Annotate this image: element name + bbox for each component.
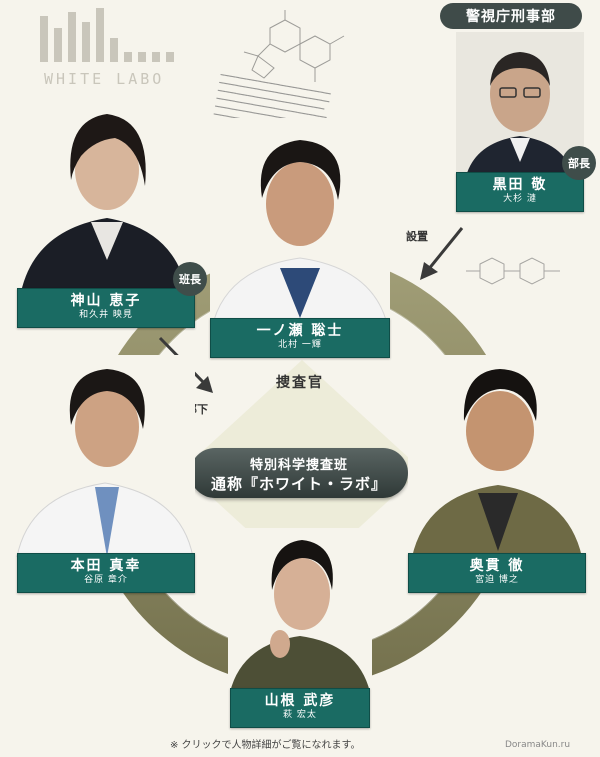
molecule-diagram-small-icon [466, 257, 560, 285]
ichinose-role-name: 一ノ瀬 聡士 [256, 323, 344, 339]
okunuki-actor-name: 宮迫 博之 [475, 575, 519, 585]
arrow-label-setchi: 設置 [406, 230, 428, 243]
yamane-nameplate: 山根 武彦 萩 宏太 [230, 688, 370, 728]
kuroda-actor-name: 大杉 漣 [503, 194, 537, 204]
character-card-kuroda[interactable]: 黒田 敬 大杉 漣 部長 [456, 32, 596, 212]
kamiyama-photo [15, 90, 195, 292]
character-card-kamiyama[interactable]: 神山 恵子 和久井 映見 班長 [15, 90, 207, 330]
kuroda-photo [456, 32, 584, 176]
molecule-diagram-icon [243, 10, 345, 82]
yamane-actor-name: 萩 宏太 [283, 710, 317, 720]
ichinose-nameplate: 一ノ瀬 聡士 北村 一輝 [210, 318, 390, 358]
ichinose-photo [210, 118, 390, 320]
logo-bars-icon [40, 8, 174, 62]
team-title: 特別科学捜査班 通称『ホワイト・ラボ』 [190, 448, 408, 498]
kamiyama-nameplate: 神山 恵子 和久井 映見 [17, 288, 195, 328]
honda-nameplate: 本田 真幸 谷原 章介 [17, 553, 195, 593]
kuroda-role-name: 黒田 敬 [492, 177, 548, 193]
honda-role-name: 本田 真幸 [70, 558, 142, 574]
character-card-honda[interactable]: 本田 真幸 谷原 章介 [15, 355, 195, 595]
character-card-ichinose[interactable]: 一ノ瀬 聡士 北村 一輝 [210, 118, 390, 358]
logo-text: WHITE LABO [44, 70, 165, 88]
bucho-badge: 部長 [562, 146, 596, 180]
team-title-line2: 通称『ホワイト・ラボ』 [210, 475, 387, 493]
character-card-yamane[interactable]: 山根 武彦 萩 宏太 [228, 528, 372, 728]
hancho-badge: 班長 [173, 262, 207, 296]
character-card-okunuki[interactable]: 奥貫 徹 宮迫 博之 [408, 355, 586, 595]
kamiyama-actor-name: 和久井 映見 [79, 310, 133, 320]
ichinose-actor-name: 北村 一輝 [278, 340, 322, 350]
department-label: 警視庁刑事部 [440, 3, 582, 29]
yamane-photo [228, 528, 372, 692]
click-footnote: ※ クリックで人物詳細がご覧になれます。 [170, 740, 361, 751]
honda-photo [15, 355, 195, 557]
okunuki-role-name: 奥貫 徹 [469, 558, 525, 574]
okunuki-nameplate: 奥貫 徹 宮迫 博之 [408, 553, 586, 593]
center-label: 捜査官 [276, 375, 324, 391]
okunuki-photo [408, 355, 586, 557]
team-title-line1: 特別科学捜査班 [249, 458, 348, 473]
watermark: DoramaKun.ru [505, 740, 571, 750]
yamane-role-name: 山根 武彦 [264, 693, 336, 709]
honda-actor-name: 谷原 章介 [84, 575, 128, 585]
white-labo-logo: WHITE LABO [36, 8, 196, 88]
kamiyama-role-name: 神山 恵子 [70, 293, 142, 309]
kuroda-nameplate: 黒田 敬 大杉 漣 [456, 172, 584, 212]
